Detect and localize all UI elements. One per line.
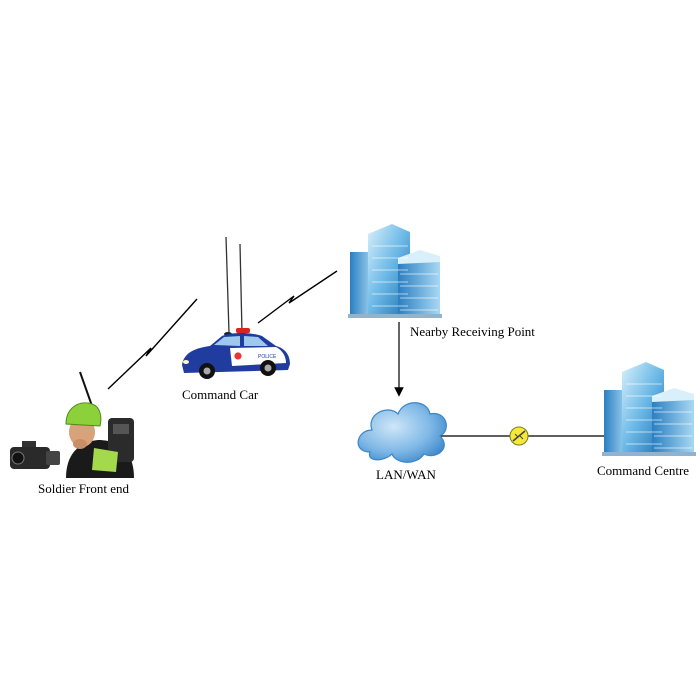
connector-icon (509, 426, 529, 446)
wireless-link-soldier-car (107, 298, 198, 390)
soldier-label: Soldier Front end (38, 481, 129, 496)
network-label: LAN/WAN (376, 467, 436, 482)
office-building-icon (602, 362, 696, 456)
receiving-point-label: Nearby Receiving Point (410, 324, 535, 339)
cloud-icon (357, 402, 447, 463)
police-car-icon: POLICE (182, 236, 290, 379)
car-door-text: POLICE (258, 354, 277, 360)
command-car-label: Command Car (182, 387, 259, 402)
office-building-icon (348, 224, 442, 318)
command-centre-label: Command Centre (597, 463, 690, 478)
soldier-with-camera-icon (10, 371, 134, 478)
wireless-link-car-receiving (257, 270, 338, 324)
